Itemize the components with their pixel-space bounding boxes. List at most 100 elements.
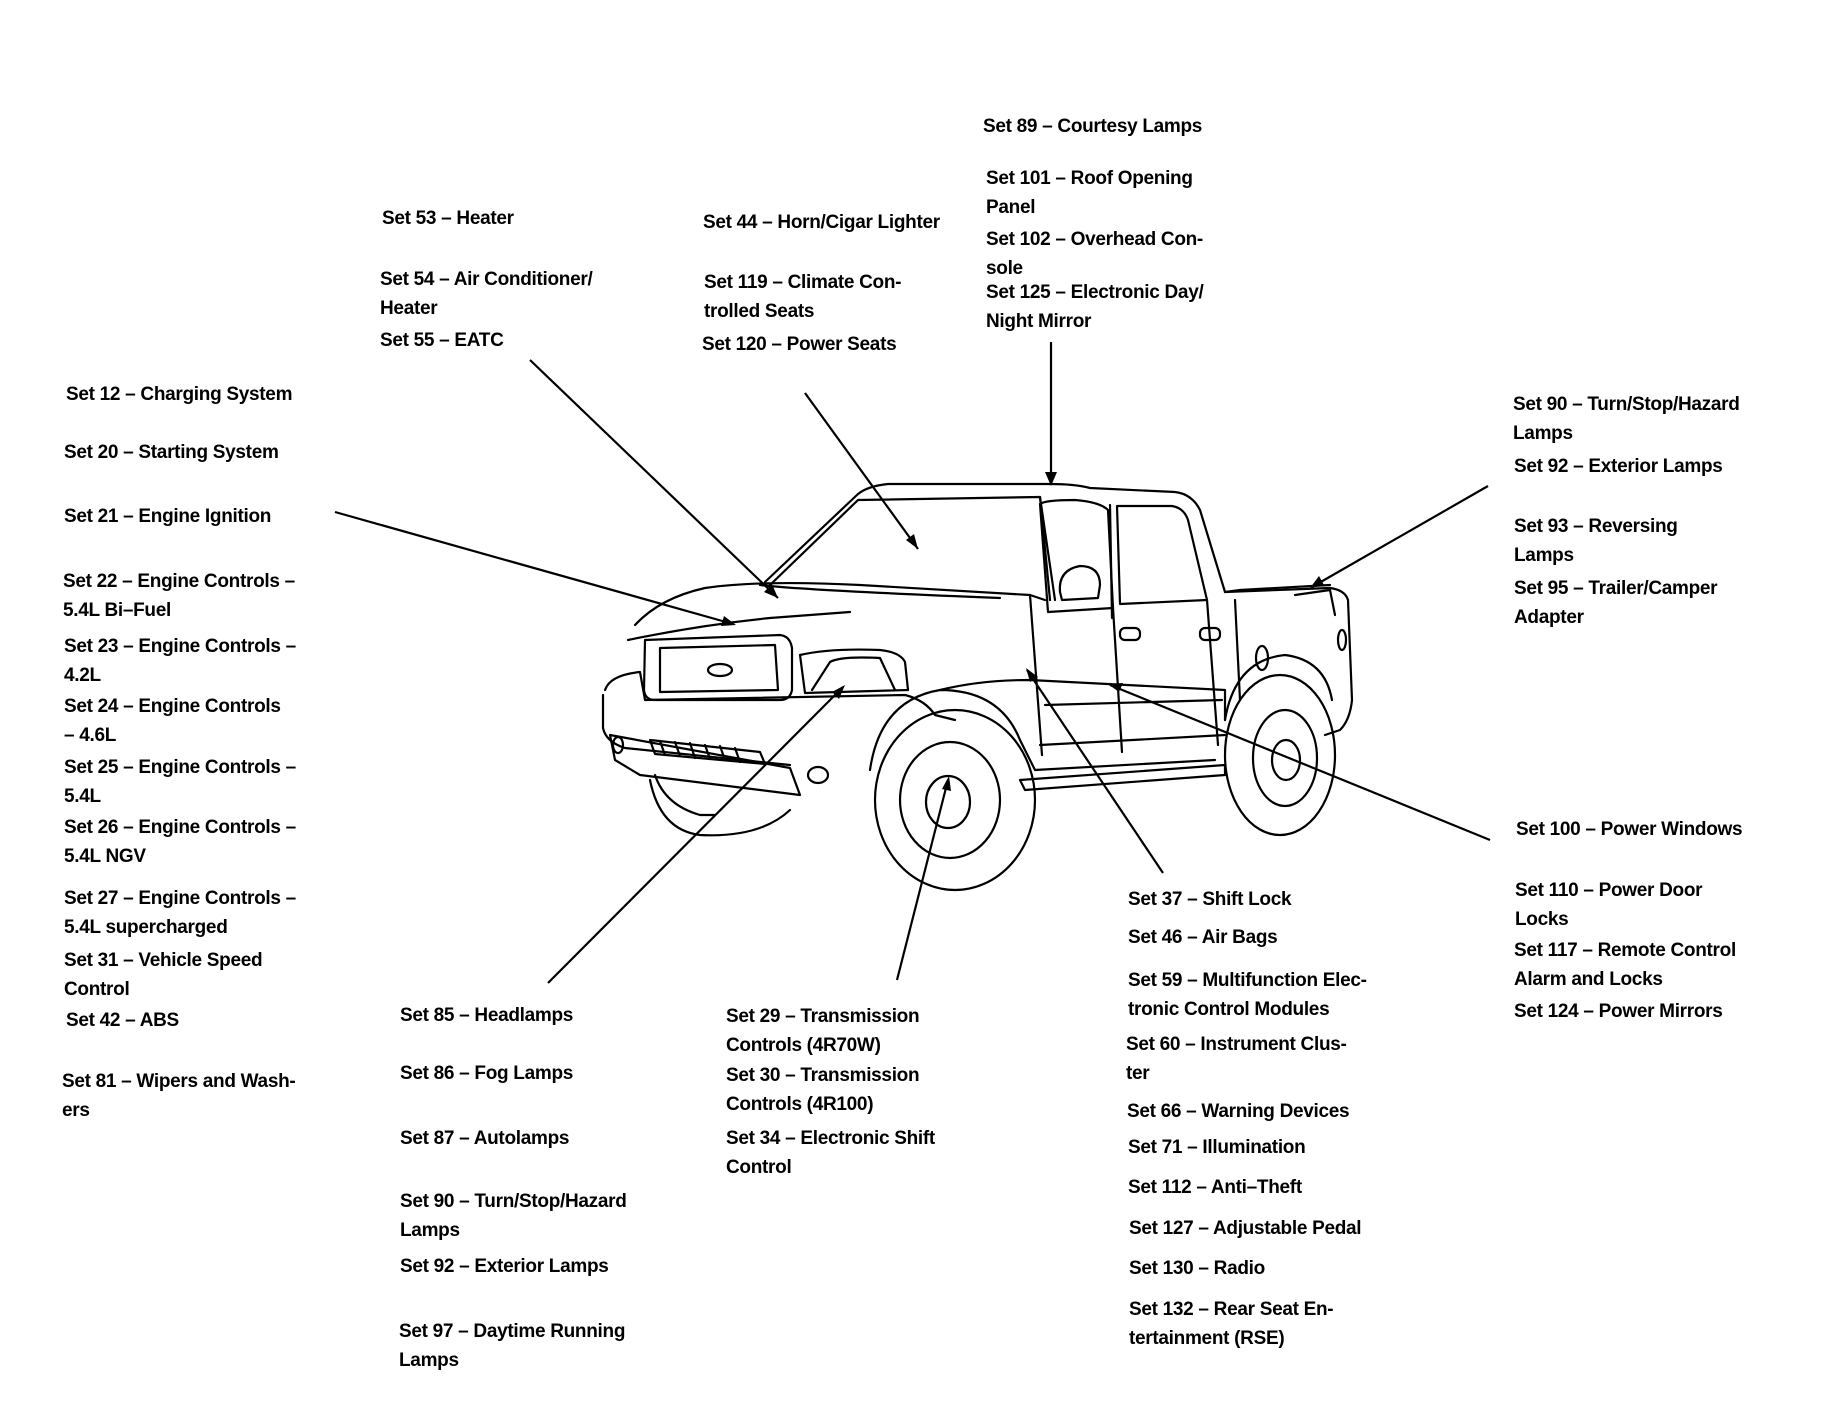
label-line: Set 25 – Engine Controls – — [64, 757, 296, 778]
label-line: Set 120 – Power Seats — [702, 334, 897, 355]
label-line: Lamps — [1514, 545, 1574, 566]
label-set42: Set 42 – ABS — [66, 1006, 179, 1035]
label-line: Set 34 – Electronic Shift — [726, 1128, 935, 1149]
label-set125: Set 125 – Electronic Day/Night Mirror — [986, 278, 1204, 336]
label-line: Set 100 – Power Windows — [1516, 819, 1743, 840]
label-line: tronic Control Modules — [1128, 999, 1330, 1020]
label-set55: Set 55 – EATC — [380, 326, 504, 355]
label-set127: Set 127 – Adjustable Pedal — [1129, 1214, 1362, 1243]
label-line: 5.4L NGV — [64, 846, 146, 867]
label-line: trolled Seats — [704, 301, 815, 322]
label-line: Set 85 – Headlamps — [400, 1005, 574, 1026]
label-line: Set 42 – ABS — [66, 1010, 179, 1031]
label-set20: Set 20 – Starting System — [64, 438, 279, 467]
label-line: tertainment (RSE) — [1129, 1328, 1285, 1349]
label-line: Set 102 – Overhead Con- — [986, 229, 1203, 250]
pickup-truck-drawing — [601, 482, 1354, 892]
label-line: Set 55 – EATC — [380, 330, 504, 351]
label-line: Set 92 – Exterior Lamps — [400, 1256, 609, 1277]
label-line: Set 86 – Fog Lamps — [400, 1063, 574, 1084]
label-set130: Set 130 – Radio — [1129, 1254, 1265, 1283]
label-line: Set 110 – Power Door — [1515, 880, 1703, 901]
label-line: Set 124 – Power Mirrors — [1514, 1001, 1723, 1022]
label-line: Adapter — [1514, 607, 1584, 628]
label-line: Set 53 – Heater — [382, 208, 514, 229]
label-set81: Set 81 – Wipers and Wash-ers — [62, 1067, 296, 1125]
label-set12: Set 12 – Charging System — [66, 380, 292, 409]
label-set112: Set 112 – Anti–Theft — [1128, 1173, 1302, 1202]
label-set89: Set 89 – Courtesy Lamps — [983, 112, 1202, 141]
label-line: Set 112 – Anti–Theft — [1128, 1177, 1302, 1198]
label-line: Locks — [1515, 909, 1569, 930]
label-line: Set 90 – Turn/Stop/Hazard — [1513, 394, 1740, 415]
label-line: Controls (4R100) — [726, 1094, 874, 1115]
label-line: Lamps — [399, 1350, 459, 1371]
label-line: – 4.6L — [64, 725, 117, 746]
label-line: ter — [1126, 1063, 1150, 1084]
label-line: Set 59 – Multifunction Elec- — [1128, 970, 1367, 991]
label-line: Set 132 – Rear Seat En- — [1129, 1299, 1334, 1320]
label-line: Set 30 – Transmission — [726, 1065, 920, 1086]
label-set46: Set 46 – Air Bags — [1128, 923, 1278, 952]
label-set60: Set 60 – Instrument Clus-ter — [1126, 1030, 1347, 1088]
label-line: Set 37 – Shift Lock — [1128, 889, 1292, 910]
label-line: Set 24 – Engine Controls — [64, 696, 281, 717]
label-line: Set 101 – Roof Opening — [986, 168, 1193, 189]
label-line: Set 90 – Turn/Stop/Hazard — [400, 1191, 627, 1212]
label-set124: Set 124 – Power Mirrors — [1514, 997, 1723, 1026]
label-line: Set 29 – Transmission — [726, 1006, 920, 1027]
label-line: Set 20 – Starting System — [64, 442, 279, 463]
label-set24: Set 24 – Engine Controls – 4.6L — [64, 692, 281, 750]
label-set92-bottom: Set 92 – Exterior Lamps — [400, 1252, 609, 1281]
label-set27: Set 27 – Engine Controls –5.4L superchar… — [64, 884, 296, 942]
label-line: Set 54 – Air Conditioner/ — [380, 269, 593, 290]
label-set87: Set 87 – Autolamps — [400, 1124, 569, 1153]
label-set86: Set 86 – Fog Lamps — [400, 1059, 573, 1088]
label-line: Set 127 – Adjustable Pedal — [1129, 1218, 1362, 1239]
label-line: Set 89 – Courtesy Lamps — [983, 116, 1203, 137]
label-line: Set 117 – Remote Control — [1514, 940, 1736, 961]
label-line: Set 92 – Exterior Lamps — [1514, 456, 1723, 477]
label-line: ers — [62, 1100, 90, 1121]
label-line: Control — [726, 1157, 792, 1178]
label-set119: Set 119 – Climate Con-trolled Seats — [704, 268, 902, 326]
label-set120: Set 120 – Power Seats — [702, 330, 897, 359]
label-line: 4.2L — [64, 665, 101, 686]
label-line: Set 60 – Instrument Clus- — [1126, 1034, 1347, 1055]
label-set23: Set 23 – Engine Controls –4.2L — [64, 632, 296, 690]
label-set37: Set 37 – Shift Lock — [1128, 885, 1292, 914]
label-set54: Set 54 – Air Conditioner/Heater — [380, 265, 593, 323]
label-line: Set 95 – Trailer/Camper — [1514, 578, 1718, 599]
label-line: Set 119 – Climate Con- — [704, 272, 902, 293]
label-set44: Set 44 – Horn/Cigar Lighter — [703, 208, 940, 237]
label-line: Set 46 – Air Bags — [1128, 927, 1278, 948]
label-line: Set 44 – Horn/Cigar Lighter — [703, 212, 940, 233]
label-line: Panel — [986, 197, 1036, 218]
label-line: Lamps — [400, 1220, 460, 1241]
label-set132: Set 132 – Rear Seat En-tertainment (RSE) — [1129, 1295, 1334, 1353]
label-set92-right: Set 92 – Exterior Lamps — [1514, 452, 1723, 481]
label-set85: Set 85 – Headlamps — [400, 1001, 573, 1030]
label-set22: Set 22 – Engine Controls –5.4L Bi–Fuel — [63, 567, 295, 625]
label-line: Set 21 – Engine Ignition — [64, 506, 272, 527]
label-line: Set 12 – Charging System — [66, 384, 293, 405]
label-line: 5.4L supercharged — [64, 917, 228, 938]
label-set71: Set 71 – Illumination — [1128, 1133, 1306, 1162]
leader-lines — [334, 342, 1491, 984]
label-line: sole — [986, 258, 1023, 279]
label-line: 5.4L — [64, 786, 101, 807]
label-line: Set 71 – Illumination — [1128, 1137, 1306, 1158]
label-line: Controls (4R70W) — [726, 1035, 881, 1056]
label-line: Heater — [380, 298, 438, 319]
